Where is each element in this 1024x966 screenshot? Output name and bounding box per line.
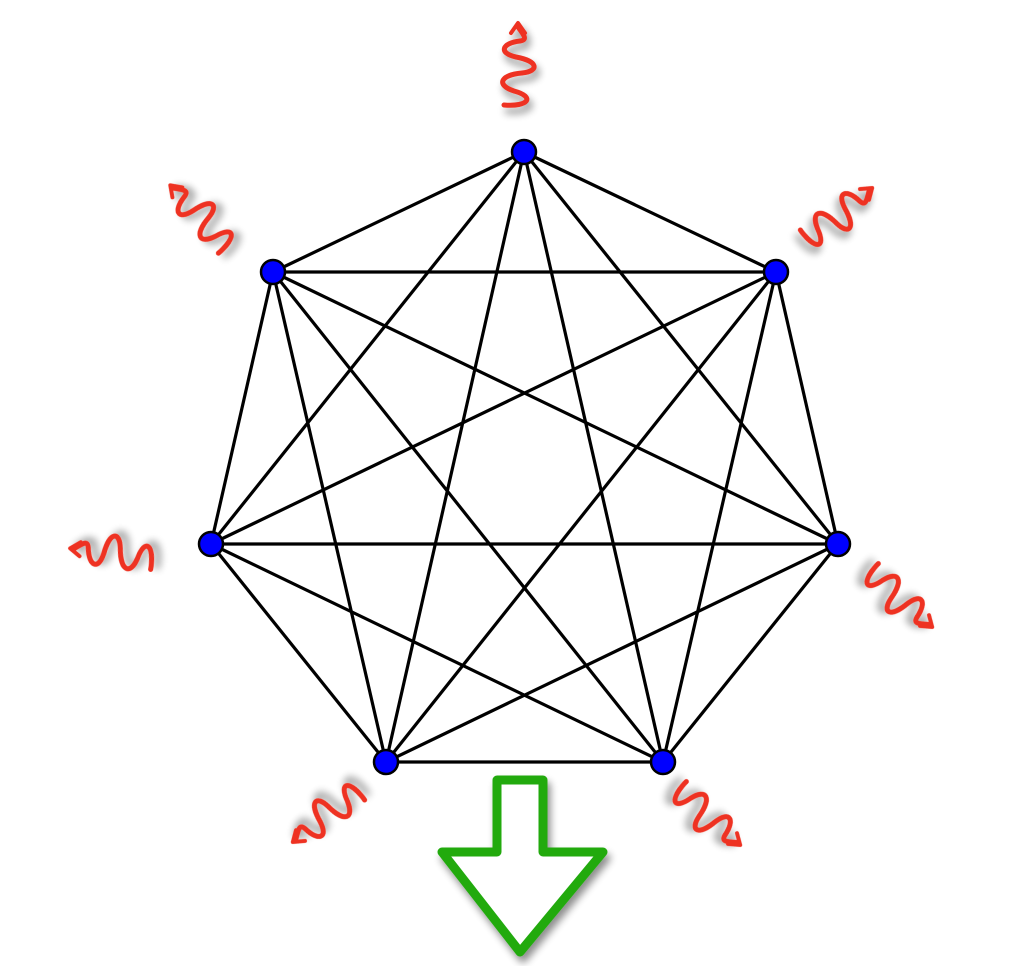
graph-edge bbox=[522, 150, 840, 546]
graph-edge bbox=[271, 271, 388, 763]
wavy-arrow-icon bbox=[864, 561, 935, 629]
graph-edge bbox=[209, 151, 526, 545]
graph-node bbox=[372, 748, 400, 776]
graph-edge bbox=[522, 151, 665, 763]
graph-node bbox=[259, 258, 287, 286]
wavy-arrow-icon bbox=[290, 783, 368, 844]
graph-edge bbox=[661, 542, 840, 764]
wavy-arrow-icon bbox=[500, 21, 537, 108]
graph-edge bbox=[272, 150, 525, 274]
graph-edge bbox=[271, 271, 665, 763]
graph-edge bbox=[272, 270, 839, 546]
graph-edge bbox=[523, 150, 777, 274]
wavy-arrow-icon bbox=[672, 779, 743, 847]
wavy-arrow-icon bbox=[68, 533, 155, 572]
down-arrow-icon bbox=[437, 775, 608, 957]
emission-arrows bbox=[68, 21, 935, 847]
graph-edge bbox=[774, 271, 840, 545]
graph-edge bbox=[210, 542, 664, 764]
graph-edge bbox=[209, 271, 275, 545]
wavy-arrow-icon bbox=[168, 183, 234, 256]
graph-edge bbox=[209, 542, 388, 764]
graph-node bbox=[649, 748, 677, 776]
graph-node bbox=[762, 258, 790, 286]
graph-node bbox=[824, 530, 852, 558]
graph-edge bbox=[210, 270, 777, 546]
wavy-arrow-icon bbox=[797, 186, 875, 247]
graph-edge bbox=[385, 542, 839, 764]
graph-nodes bbox=[197, 138, 852, 776]
down-arrow-outline bbox=[437, 775, 608, 957]
graph-edges bbox=[209, 150, 840, 764]
graph-edge bbox=[384, 151, 526, 763]
graph-edge bbox=[384, 271, 778, 763]
graph-node bbox=[197, 530, 225, 558]
graph-node bbox=[510, 138, 538, 166]
graph-edge bbox=[661, 271, 778, 763]
